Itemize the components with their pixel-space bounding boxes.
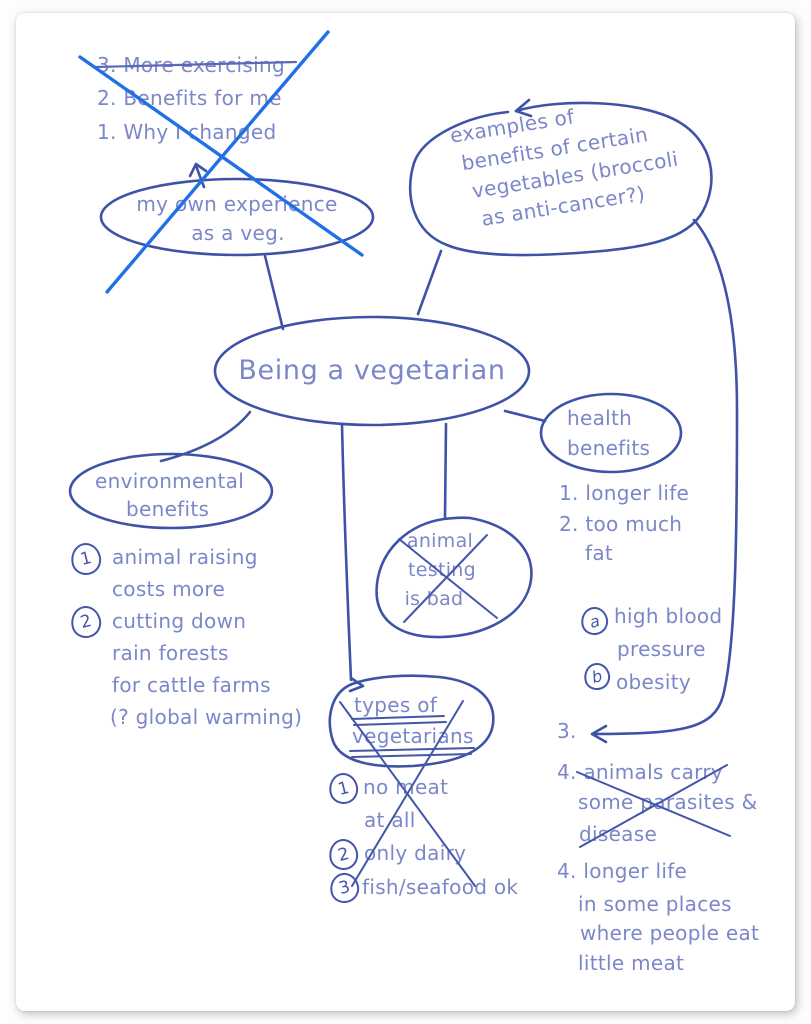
crossed-item-line3: disease (579, 822, 658, 846)
final-item-line1: 4. longer life (557, 859, 688, 883)
types-bubble-line2: vegetarians (352, 724, 474, 748)
environmental-note2-line3: for cattle farms (112, 673, 271, 697)
environmental-note2-line2: rain forests (112, 641, 229, 665)
health-note-1: 1. longer life (559, 481, 690, 505)
final-item-line4: little meat (578, 951, 685, 975)
types-bubble-line1: types of (354, 693, 438, 717)
health-sub-a-line1: high blood (614, 604, 723, 628)
types-note2-line1: only dairy (364, 841, 467, 865)
outline-item-2: 2. Benefits for me (97, 86, 282, 110)
outline-item-1: 1. Why I changed (97, 120, 277, 144)
environmental-bubble-line2: benefits (126, 497, 210, 521)
testing-bubble-line1: animal (406, 530, 474, 552)
health-note-2-line1: 2. too much (559, 512, 683, 536)
final-item-line2: in some places (578, 892, 732, 916)
experience-bubble-line2: as a veg. (191, 221, 285, 245)
types-note1-line2: at all (364, 808, 416, 832)
health-sub-b-line1: obesity (616, 670, 691, 694)
types-note1-line1: no meat (363, 775, 449, 799)
crossed-item-line1: 4. animals carry (557, 760, 723, 784)
health-sub-a-line2: pressure (617, 637, 706, 661)
central-topic-label: Being a vegetarian (238, 355, 506, 386)
crossed-item-line2: some parasites & (578, 790, 758, 814)
environmental-bubble-line1: environmental (95, 469, 245, 493)
final-item-line3: where people eat (580, 921, 760, 945)
environmental-note1-line1: animal raising (112, 545, 258, 569)
outline-item-3: 3. More exercising (97, 53, 285, 77)
health-bubble-line2: benefits (567, 436, 651, 460)
testing-bubble-line3: is bad (404, 588, 464, 610)
health-bubble-line1: health (567, 406, 633, 430)
types-note3-line1: fish/seafood ok (362, 875, 519, 899)
experience-bubble-line1: my own experience (136, 192, 338, 216)
renumbered-item-3: 3. (557, 719, 577, 743)
environmental-note2-line4: (? global warming) (110, 705, 303, 729)
testing-bubble-line2: testing (408, 559, 476, 581)
environmental-note1-line2: costs more (112, 577, 226, 601)
environmental-note2-line1: cutting down (112, 609, 247, 633)
health-note-2-line2: fat (585, 541, 614, 565)
